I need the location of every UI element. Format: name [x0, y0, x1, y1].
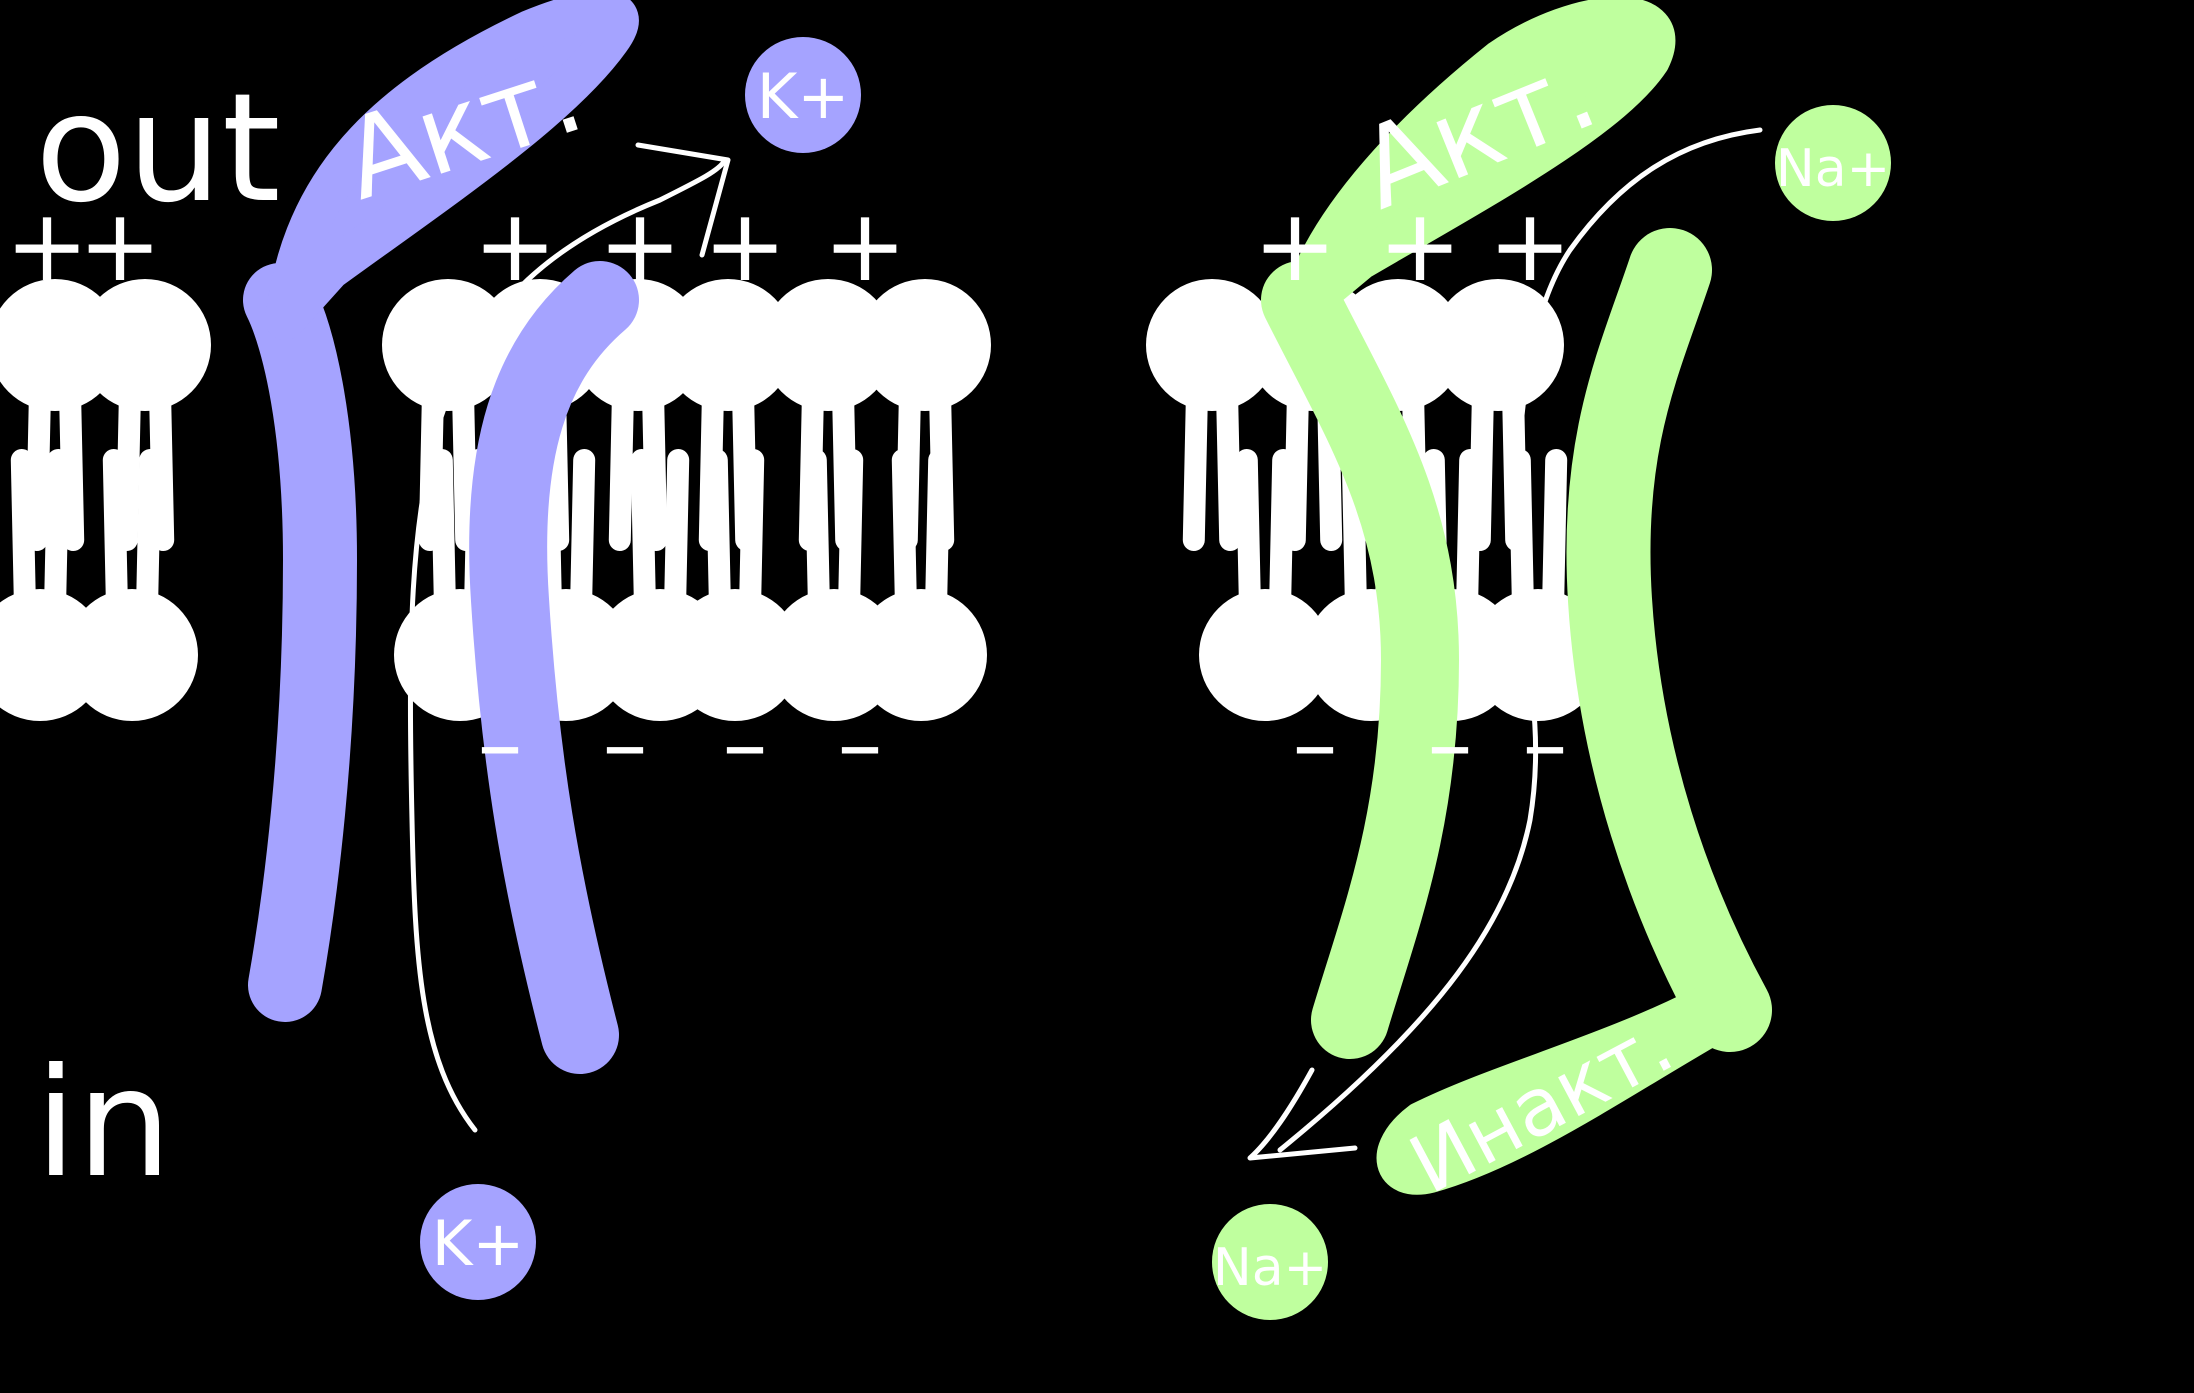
- negative-charge: –: [723, 692, 768, 797]
- positive-charge: +: [1488, 187, 1572, 304]
- potassium-channel-left-subunit: [243, 263, 358, 1022]
- potassium-channel-right-subunit: [469, 261, 639, 1074]
- positive-charge: +: [1253, 187, 1337, 304]
- sodium-ion-inside: Na+: [1212, 1204, 1328, 1320]
- sodium-ion-outside: Na+: [1775, 105, 1891, 221]
- svg-text:K+: K+: [432, 1207, 525, 1280]
- svg-text:Na+: Na+: [1776, 139, 1890, 199]
- negative-charge: –: [478, 692, 523, 797]
- positive-charge: +: [5, 187, 89, 304]
- inside-label: in: [35, 1037, 172, 1211]
- sodium-influx-arrow: [1277, 127, 1763, 1153]
- phospholipid-outer: [79, 279, 211, 551]
- outer-positive-charges: +++++++++: [5, 187, 1572, 304]
- sodium-arrowhead-icon: [1247, 1067, 1358, 1161]
- phospholipid-outer: [1432, 279, 1564, 551]
- svg-text:Na+: Na+: [1213, 1238, 1327, 1298]
- potassium-channel: [243, 0, 639, 1074]
- phospholipid-inner: [669, 449, 801, 721]
- potassium-efflux-arrow: [407, 157, 728, 1133]
- negative-charge: –: [603, 692, 648, 797]
- potassium-channel-gate-active: [265, 0, 639, 340]
- phospholipid-inner: [66, 449, 198, 721]
- sodium-channel-gate-active: [1280, 0, 1676, 330]
- positive-charge: +: [823, 187, 907, 304]
- negative-charge: –: [838, 692, 883, 797]
- sodium-channel: [1261, 0, 1772, 1195]
- phospholipid-outer: [1146, 279, 1278, 551]
- potassium-arrowhead-icon: [635, 142, 731, 258]
- phospholipid-inner: [855, 449, 987, 721]
- negative-charge: –: [1293, 692, 1338, 797]
- negative-charge: –: [1428, 692, 1473, 797]
- positive-charge: +: [703, 187, 787, 304]
- sodium-channel-gate-inactive: [1376, 977, 1743, 1195]
- sodium-channel-left-subunit: [1261, 261, 1460, 1059]
- positive-charge: +: [78, 187, 162, 304]
- inner-negative-charges: –––––––: [478, 692, 1568, 797]
- potassium-ion-outside: K+: [745, 37, 861, 153]
- potassium-ion-inside: K+: [420, 1184, 536, 1300]
- outside-label: out: [35, 62, 281, 236]
- negative-charge: –: [1523, 692, 1568, 797]
- positive-charge: +: [598, 187, 682, 304]
- phospholipid-inner: [1199, 449, 1331, 721]
- sodium-channel-right-subunit: [1566, 228, 1772, 1052]
- phospholipid-outer: [859, 279, 991, 551]
- positive-charge: +: [473, 187, 557, 304]
- positive-charge: +: [1378, 187, 1462, 304]
- svg-text:K+: K+: [757, 60, 850, 133]
